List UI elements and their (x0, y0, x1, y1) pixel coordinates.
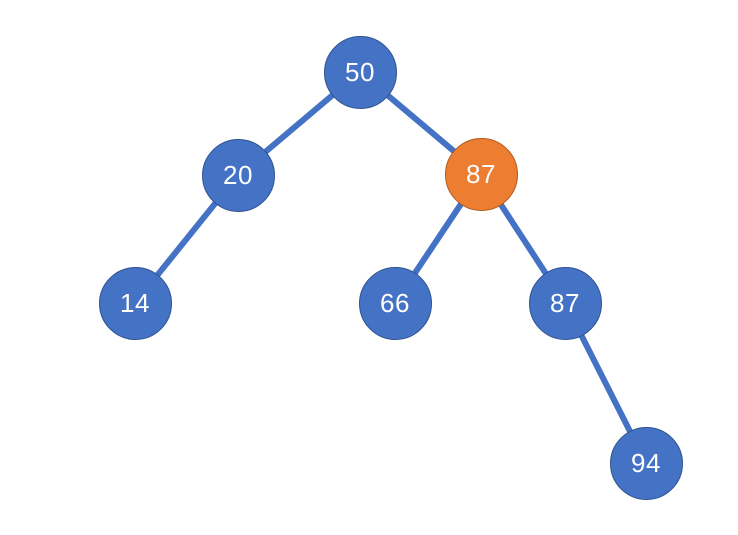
tree-node[interactable]: 66 (358, 266, 432, 340)
tree-node-label: 66 (380, 288, 410, 318)
tree-node-label: 14 (120, 288, 150, 318)
tree-node-label: 50 (345, 57, 375, 87)
tree-node-label: 94 (631, 448, 661, 478)
tree-node[interactable]: 94 (609, 426, 683, 500)
tree-edge (496, 199, 550, 278)
tree-edge (577, 330, 634, 436)
tree-edge (410, 199, 466, 278)
tree-node-label: 87 (550, 288, 580, 318)
tree-node-label: 87 (466, 159, 496, 189)
tree-node[interactable]: 87 (528, 266, 602, 340)
tree-node[interactable]: 50 (323, 35, 397, 109)
tree-node[interactable]: 20 (201, 138, 275, 212)
tree-node[interactable]: 14 (98, 266, 172, 340)
tree-node-label: 20 (223, 160, 253, 190)
tree-edge (260, 90, 338, 157)
tree-edge (382, 90, 459, 156)
tree-edge (153, 198, 220, 280)
tree-node[interactable]: 87 (444, 137, 518, 211)
